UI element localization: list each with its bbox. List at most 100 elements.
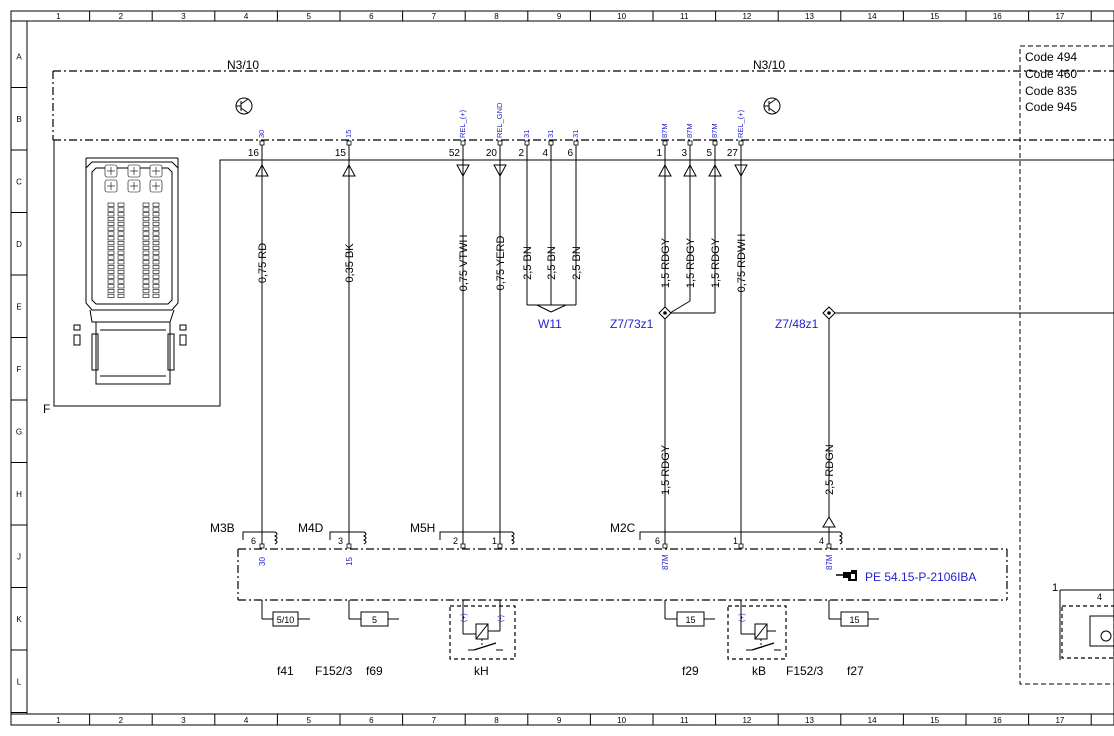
- splice-node-icon: [822, 306, 836, 320]
- pin-mark: [460, 140, 466, 146]
- splice-z7-48-lines: [828, 312, 1114, 545]
- fuse-box-pin: 1: [733, 536, 738, 546]
- grid-column-label: 15: [930, 12, 939, 21]
- electronic-module-icon: [235, 97, 781, 115]
- grid-column-label: 5: [306, 12, 311, 21]
- cavity: [117, 245, 125, 250]
- grid-column-label: 7: [432, 716, 437, 725]
- pin-terminal: 87M: [660, 123, 669, 138]
- pin-number: 6: [567, 148, 573, 159]
- cavity: [152, 260, 160, 265]
- cavity: [117, 221, 125, 226]
- cavity: [152, 217, 160, 222]
- wire-label: 0,75 RDWH: [736, 234, 748, 293]
- cavity: [142, 255, 150, 260]
- pin-terminal: REL_(+): [458, 109, 467, 138]
- grid-column-label: 16: [993, 716, 1002, 725]
- fuse-box-terminal: 15: [345, 557, 354, 566]
- grid-column-label: 17: [1055, 12, 1064, 21]
- cavity: [107, 217, 115, 222]
- cavity: [152, 202, 160, 207]
- fuse-box-terminal: 30: [258, 557, 267, 566]
- cavity: [117, 241, 125, 246]
- cavity: [152, 274, 160, 279]
- cavity: [152, 250, 160, 255]
- cavity: [142, 245, 150, 250]
- pin-mark: [738, 140, 744, 146]
- grid-column-label: 7: [432, 12, 437, 21]
- cavity: [117, 265, 125, 270]
- pin-number: 52: [449, 148, 461, 159]
- grid-row-label: L: [17, 677, 22, 686]
- cavity: [152, 245, 160, 250]
- fuse-box-terminal: 87M: [825, 554, 834, 570]
- fuse-icon: 15: [840, 611, 869, 627]
- pin-terminal: 31: [522, 130, 531, 138]
- cavity: [107, 207, 115, 212]
- grid-column-label: 10: [617, 12, 626, 21]
- grid-column-label: 1: [56, 12, 61, 21]
- grid-column-label: 15: [930, 716, 939, 725]
- grid-row-label: E: [16, 302, 21, 311]
- grid-column-label: 6: [369, 12, 374, 21]
- pin-terminal: 15: [344, 130, 353, 138]
- pin-mark: [259, 140, 265, 146]
- cavity: [117, 269, 125, 274]
- cavity: [107, 289, 115, 294]
- cavity: [142, 250, 150, 255]
- grid-column-label: 8: [494, 716, 499, 725]
- signal-up-arrow: [822, 516, 836, 528]
- cavity: [117, 289, 125, 294]
- cavity: [152, 231, 160, 236]
- grid-row-label: A: [16, 52, 22, 61]
- fuse-icon: 15: [676, 611, 705, 627]
- fuse-box-pin: 2: [453, 536, 458, 546]
- component-label: F152/3: [786, 664, 824, 678]
- edge-label: 4: [1097, 592, 1102, 602]
- reference-link[interactable]: PE 54.15-P-2106IBA: [865, 570, 976, 584]
- module-name-left: N3/10: [227, 58, 259, 72]
- pin-mark: [662, 140, 668, 146]
- fuse-box-pin: 6: [655, 536, 660, 546]
- relay-terminal: (-): [498, 615, 505, 622]
- pin-number: 16: [248, 148, 260, 159]
- pin-mark: [497, 543, 503, 549]
- wire-label: 0,75 RD: [257, 243, 269, 283]
- pin-terminal: 87M: [710, 123, 719, 138]
- splice-z7-48-label: Z7/48z1: [775, 317, 819, 331]
- fuse-icon: 5: [360, 611, 389, 627]
- connector-pin-grid: [104, 164, 163, 298]
- fuse-icon: 5/10: [272, 611, 299, 627]
- cavity: [107, 236, 115, 241]
- partial-component: [1059, 589, 1114, 660]
- grid-column-label: 2: [119, 12, 124, 21]
- relay-terminal: (+): [461, 613, 468, 622]
- pin-number: 3: [681, 148, 687, 159]
- cavity: [142, 221, 150, 226]
- wire-label: 2,5 BN: [546, 246, 558, 280]
- component-label: f69: [366, 664, 383, 678]
- pin-number: 1: [656, 148, 662, 159]
- splice-w11-label: W11: [538, 317, 562, 331]
- component-label: F152/3: [315, 664, 353, 678]
- cavity: [117, 279, 125, 284]
- pin-mark: [259, 543, 265, 549]
- grid-row-label: G: [16, 427, 22, 436]
- cavity: [142, 279, 150, 284]
- fuse-rating: 15: [849, 615, 859, 625]
- pin-mark: [662, 543, 668, 549]
- wire-label: 2,5 BN: [571, 246, 583, 280]
- relay-terminal: (+): [739, 613, 746, 622]
- module-outline: [52, 70, 1114, 141]
- cavity: [107, 226, 115, 231]
- pin-number: 20: [486, 148, 498, 159]
- cavity: [107, 260, 115, 265]
- cavity: [117, 236, 125, 241]
- pin-number: 4: [542, 148, 548, 159]
- grid-column-label: 14: [868, 12, 877, 21]
- cavity: [117, 202, 125, 207]
- grid-column-label: 9: [557, 716, 562, 725]
- fuse-box-outline: [237, 548, 1008, 601]
